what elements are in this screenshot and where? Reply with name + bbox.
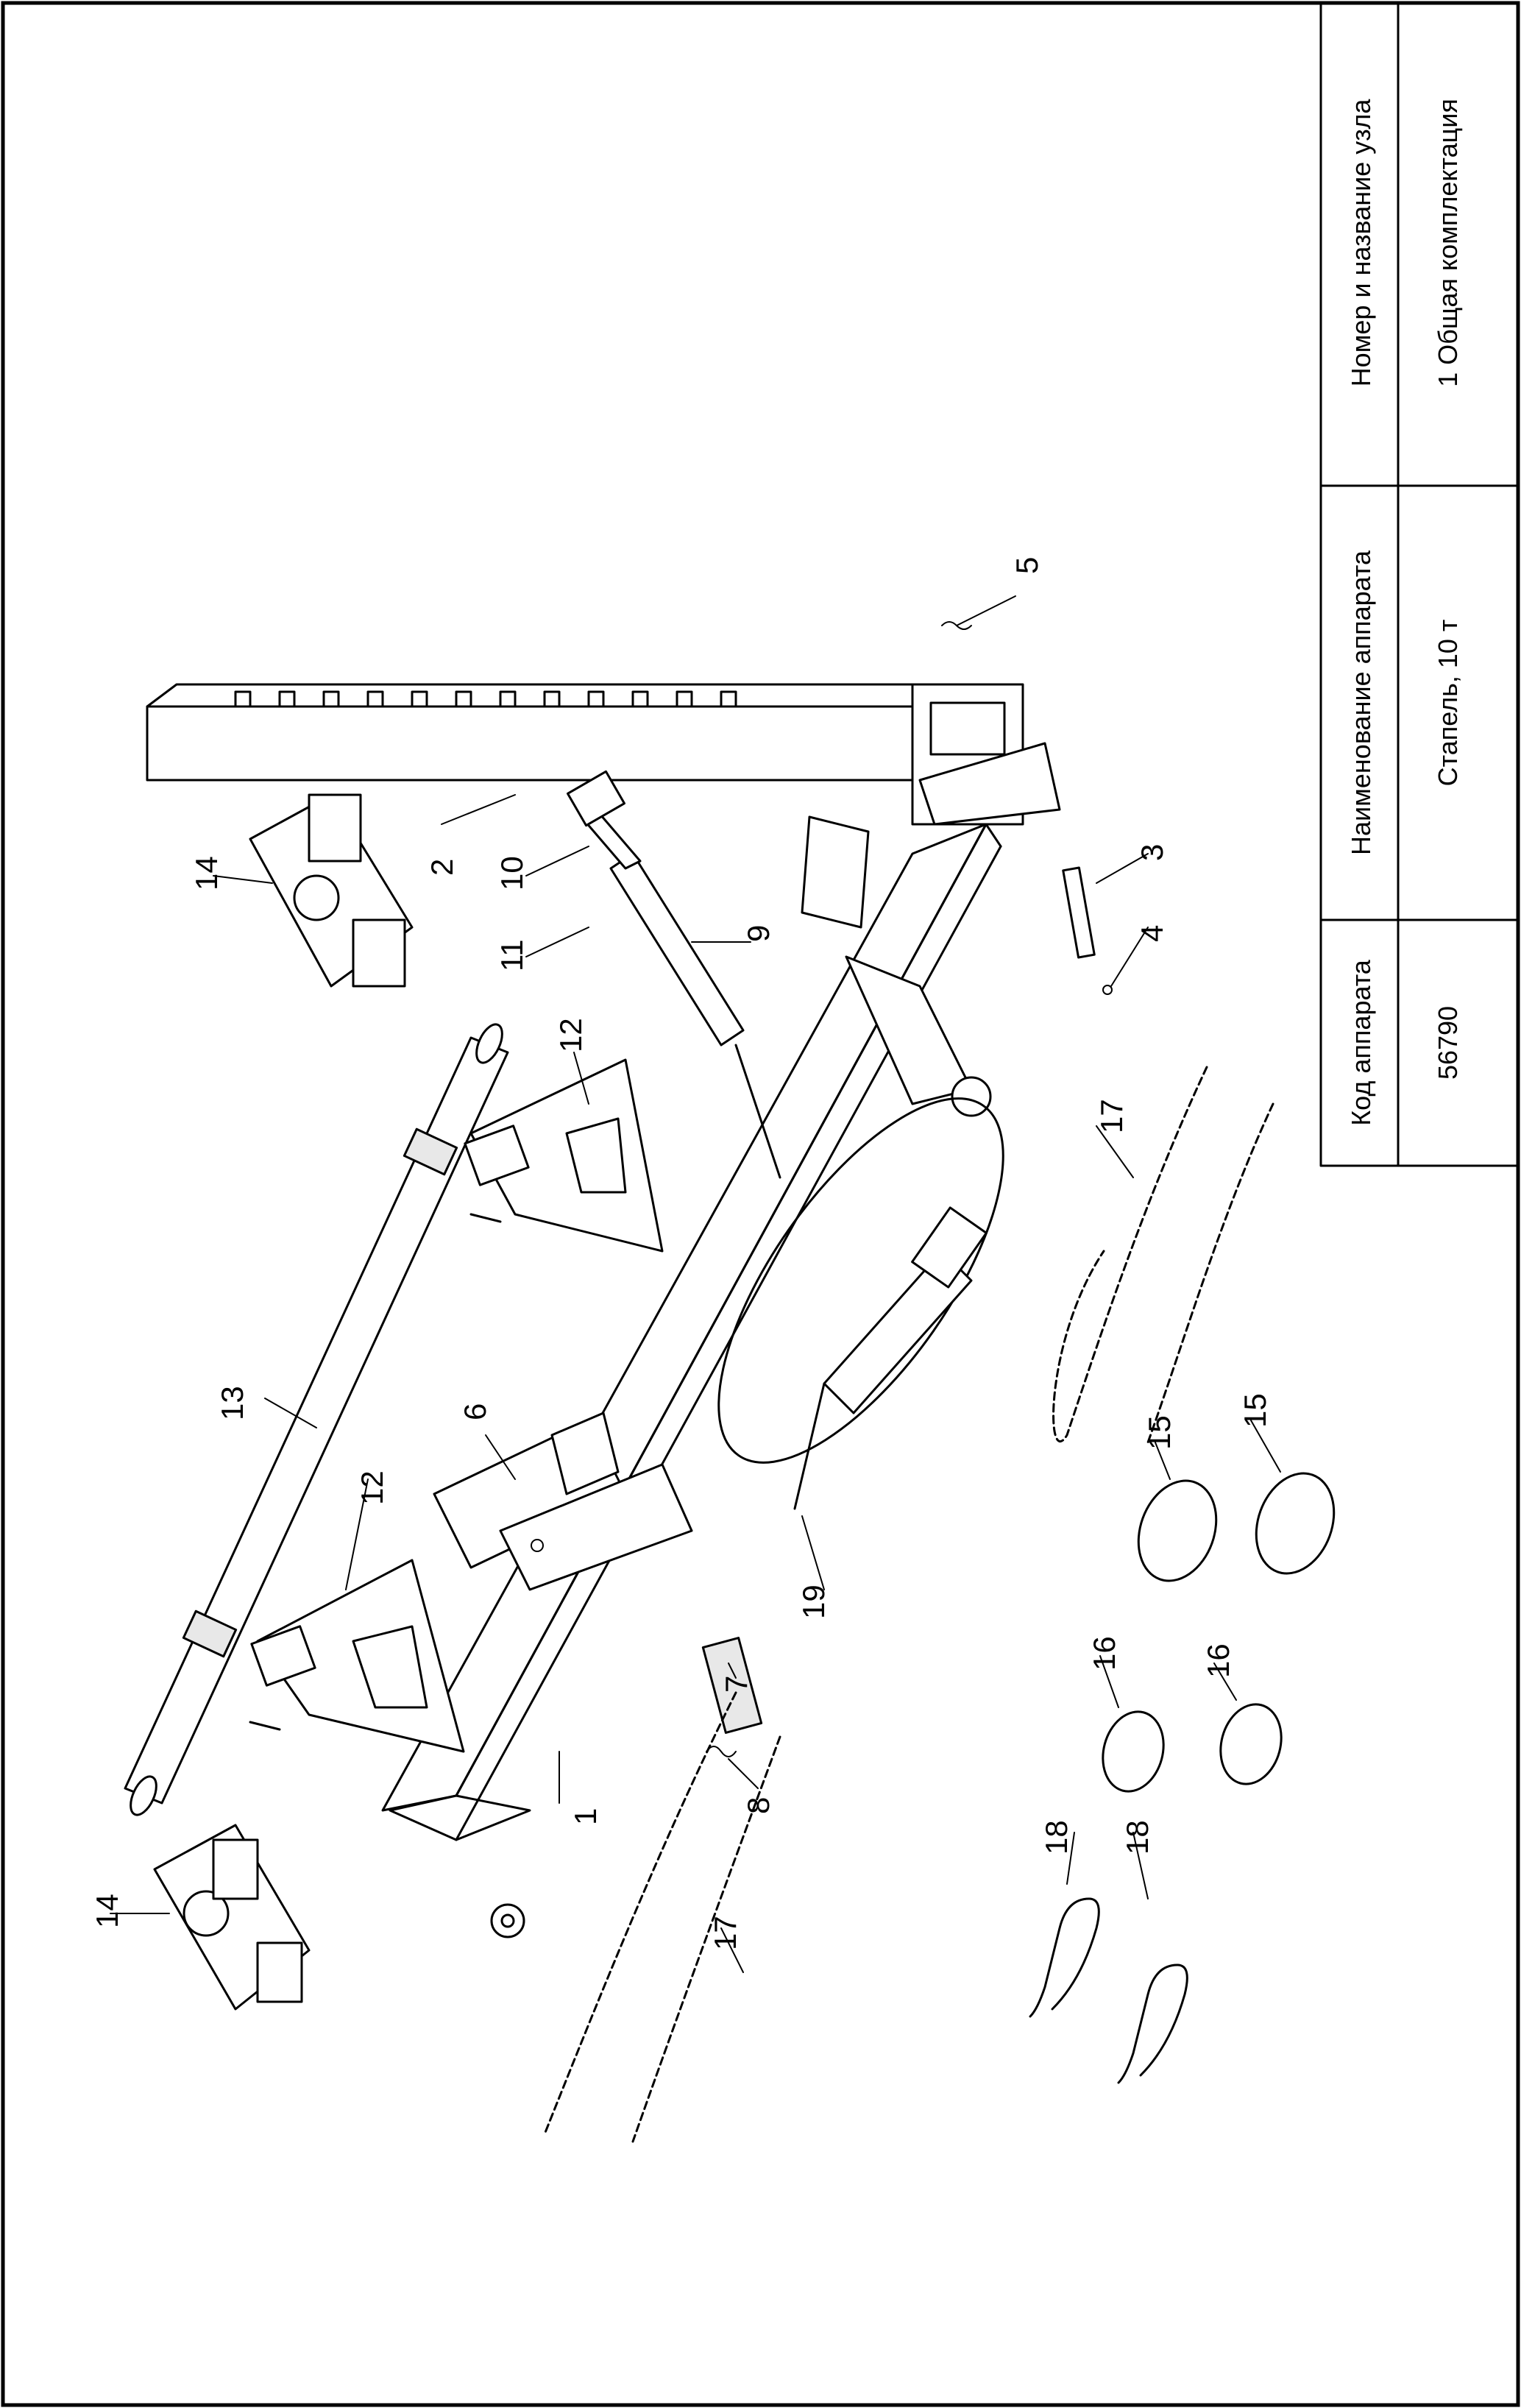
callout-15a: 15 <box>1142 1415 1177 1450</box>
callout-labels: 1 2 3 4 5 6 7 8 9 10 11 12 12 13 14 14 1… <box>90 557 1272 1950</box>
part-hydraulic-pump <box>717 1097 1004 1510</box>
header-name: Наименование аппарата <box>1346 550 1376 855</box>
callout-5: 5 <box>1010 557 1044 574</box>
callout-16b: 16 <box>1201 1643 1235 1678</box>
callout-13: 13 <box>215 1386 249 1420</box>
callout-16a: 16 <box>1087 1636 1121 1671</box>
callout-12a: 12 <box>553 1018 588 1052</box>
part-clamp-15 <box>1137 1472 1336 1582</box>
part-clip-small <box>706 1746 737 1757</box>
parts-drawing: 1 2 3 4 5 6 7 8 9 10 11 12 12 13 14 14 1… <box>90 557 1336 2143</box>
callout-14a: 14 <box>189 856 224 890</box>
part-pin <box>1062 866 1113 995</box>
callout-17b: 17 <box>708 1916 742 1950</box>
callout-2: 2 <box>425 859 459 876</box>
callout-18b: 18 <box>1120 1820 1155 1855</box>
part-pad <box>701 1637 763 1734</box>
title-block: Номер и название узла Наименование аппар… <box>1319 1 1520 1167</box>
callout-1: 1 <box>568 1808 603 1825</box>
callout-14b: 14 <box>90 1894 124 1928</box>
callout-19: 19 <box>796 1584 831 1619</box>
leader-lines <box>110 595 1281 1973</box>
part-rings <box>1102 1703 1283 1793</box>
value-node: 1 Общая комплектация <box>1433 99 1463 387</box>
callout-8: 8 <box>741 1797 776 1814</box>
part-stand-lower <box>249 1559 465 1753</box>
callout-3: 3 <box>1135 844 1169 861</box>
part-tower <box>146 683 1061 826</box>
callout-18a: 18 <box>1039 1820 1074 1855</box>
callout-6: 6 <box>458 1403 492 1420</box>
callout-4: 4 <box>1135 925 1169 942</box>
header-code: Код аппарата <box>1346 959 1376 1126</box>
callout-11: 11 <box>494 939 529 971</box>
callout-7: 7 <box>719 1676 754 1693</box>
part-hooks <box>1029 1897 1188 2084</box>
part-hydraulic-cylinder <box>567 770 781 1179</box>
callout-10: 10 <box>494 856 529 890</box>
value-name: Стапель, 10 т <box>1433 620 1463 787</box>
part-cross-bar <box>124 1023 509 1816</box>
part-clamp-bracket <box>433 1412 693 1591</box>
callout-12b: 12 <box>355 1470 389 1505</box>
part-plate-lower <box>153 1824 311 2011</box>
callout-9: 9 <box>741 925 776 942</box>
part-chains <box>543 1066 1274 2143</box>
header-node: Номер и название узла <box>1346 99 1376 387</box>
part-stand-upper <box>464 1058 664 1253</box>
callout-15b: 15 <box>1238 1393 1272 1428</box>
tower-teeth <box>234 690 737 708</box>
callout-17a: 17 <box>1094 1099 1129 1133</box>
value-code: 56790 <box>1433 1006 1463 1080</box>
part-trolley-leg <box>801 815 992 1117</box>
part-plate-upper <box>249 793 414 988</box>
